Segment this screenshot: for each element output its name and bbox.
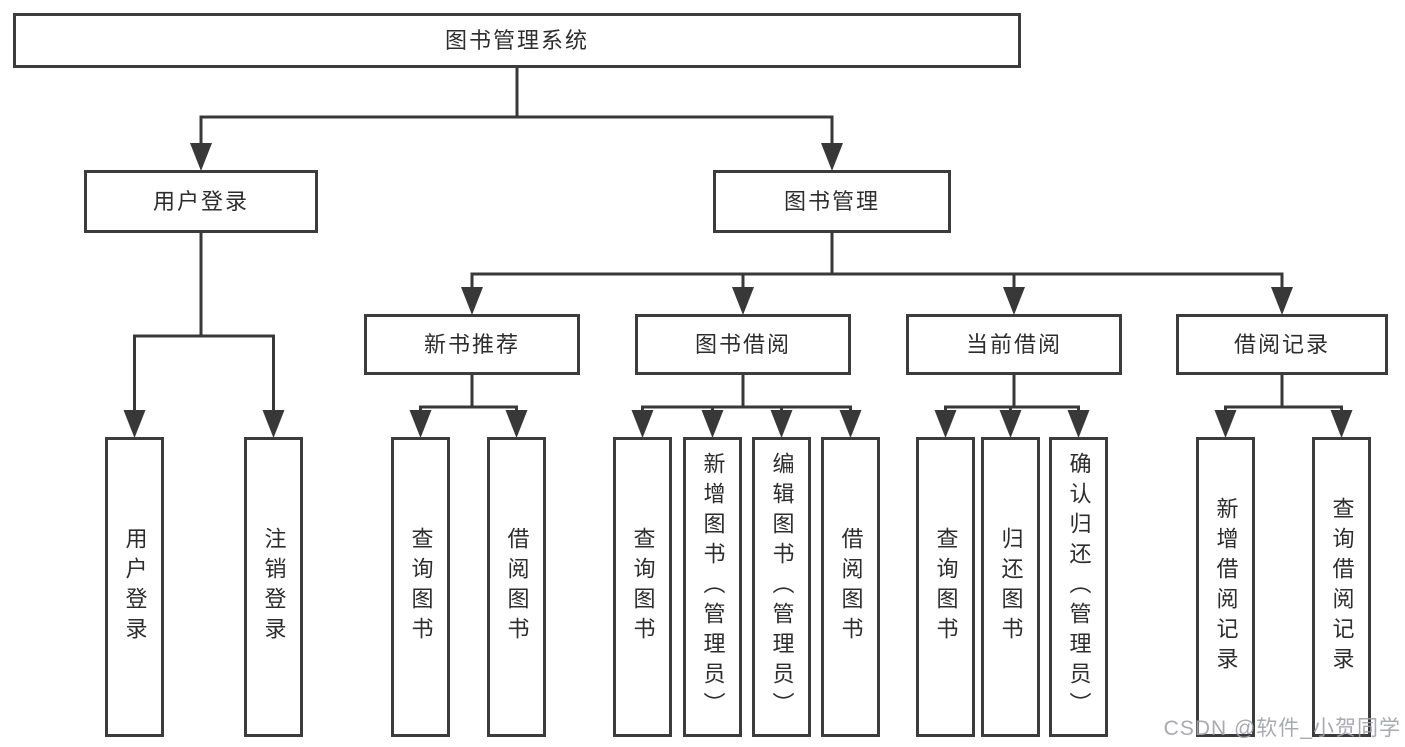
node-label: 当前借阅	[965, 331, 1062, 357]
node-label: 查询图书	[408, 527, 434, 647]
node-login: 用户登录	[84, 170, 318, 233]
node-nb-borrow: 借阅图书	[487, 437, 546, 737]
node-label: 图书借阅	[694, 331, 791, 357]
node-cb-return: 归还图书	[981, 437, 1040, 737]
node-book-borrow: 图书借阅	[635, 314, 851, 375]
node-label: 查询借阅记录	[1329, 497, 1355, 677]
node-label: 图书管理	[783, 188, 880, 214]
node-label: 借阅记录	[1233, 331, 1330, 357]
node-label: 用户登录	[122, 527, 148, 647]
connector-manage	[461, 233, 1293, 315]
node-label: 新书推荐	[423, 331, 520, 357]
node-login-user: 用户登录	[105, 437, 164, 737]
node-label: 借阅图书	[838, 527, 864, 647]
node-label: 查询图书	[933, 527, 959, 647]
node-cb-query: 查询图书	[916, 437, 975, 737]
node-br-query: 查询借阅记录	[1312, 437, 1371, 737]
node-root: 图书管理系统	[13, 13, 1021, 68]
node-current-borrow: 当前借阅	[906, 314, 1122, 375]
connector-login	[123, 233, 285, 438]
node-label: 新增借阅记录	[1213, 497, 1239, 677]
node-login-logout: 注销登录	[244, 437, 303, 737]
node-label: 注销登录	[261, 527, 287, 647]
node-borrow-records: 借阅记录	[1176, 314, 1388, 375]
connector-borrow-records	[1214, 375, 1353, 438]
node-nb-query: 查询图书	[391, 437, 450, 737]
connector-new-books	[409, 375, 528, 438]
node-label: 归还图书	[998, 527, 1024, 647]
node-label: 用户登录	[152, 188, 249, 214]
node-bb-edit: 编辑图书（管理员）	[752, 437, 811, 737]
node-label: 查询图书	[630, 527, 656, 647]
node-bb-borrow: 借阅图书	[821, 437, 880, 737]
node-label: 编辑图书（管理员）	[769, 452, 795, 722]
connector-root	[190, 68, 843, 171]
node-cb-confirm: 确认归还（管理员）	[1049, 437, 1108, 737]
node-label: 确认归还（管理员）	[1066, 452, 1092, 722]
node-br-add: 新增借阅记录	[1196, 437, 1255, 737]
connector-current-borrow	[934, 375, 1090, 438]
node-label: 新增图书（管理员）	[700, 452, 726, 722]
node-bb-query: 查询图书	[613, 437, 672, 737]
node-new-books: 新书推荐	[364, 314, 580, 375]
node-label: 借阅图书	[504, 527, 530, 647]
node-bb-add: 新增图书（管理员）	[683, 437, 742, 737]
node-manage: 图书管理	[713, 170, 951, 233]
connector-book-borrow	[631, 375, 862, 438]
node-label: 图书管理系统	[444, 27, 589, 53]
